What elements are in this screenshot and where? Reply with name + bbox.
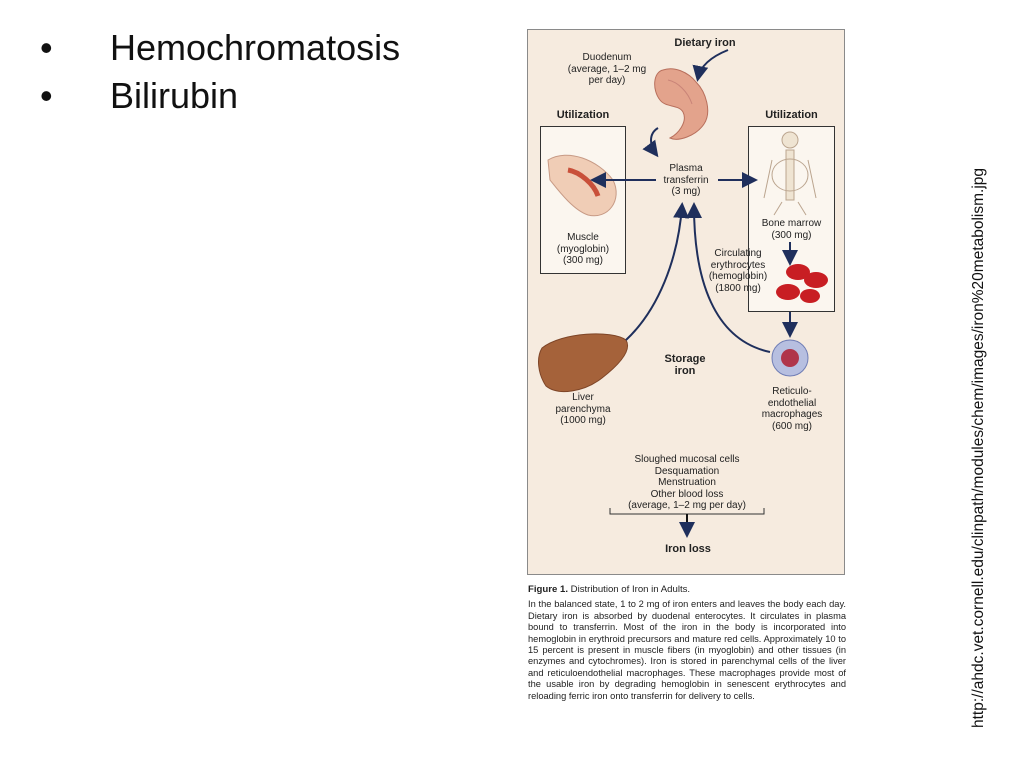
caption-label: Figure 1. [528,584,568,595]
bullet-marker: • [40,27,53,68]
skeleton-illustration [763,131,817,216]
bone-marrow-label: Bone marrow (300 mg) [761,218,822,241]
liver-illustration [538,333,628,392]
dietary-arrow [692,49,729,82]
figure-caption: Figure 1. Distribution of Iron in Adults… [528,584,846,702]
liver-label: Liver parenchyma (1000 mg) [555,392,611,426]
source-url: http://ahdc.vet.cornell.edu/clinpath/mod… [970,167,987,728]
utilization-right-label: Utilization [765,109,818,121]
bullet-marker: • [40,75,53,116]
utilization-left-label: Utilization [556,109,610,121]
caption-body: In the balanced state, 1 to 2 mg of iron… [528,599,846,701]
iron-loss-label: Iron loss [665,543,711,555]
diagram-artwork [538,49,828,538]
caption-title: Distribution of Iron in Adults. [567,584,691,595]
muscle-illustration [547,154,617,217]
duodenum-label: Duodenum (average, 1–2 mg per day) [567,52,647,86]
bullet-list: • Hemochromatosis • Bilirubin [40,24,400,120]
macrophage-to-plasma-arrow [686,202,771,353]
bullet-item-bilirubin: • Bilirubin [40,72,400,120]
erythrocytes-illustration [776,264,828,303]
erythrocytes-label: Circulating erythrocytes (hemoglobin) (1… [708,248,768,294]
iron-losses-label: Sloughed mucosal cells Desquamation Mens… [628,454,746,511]
duodenum-to-plasma-arrow [642,127,659,158]
iron-distribution-figure: Dietary iron Duodenum (average, 1–2 mg p… [527,29,845,575]
duodenum-illustration [654,68,709,140]
liver-to-plasma-arrow [625,202,690,341]
storage-iron-label: Storage iron [664,353,706,377]
caption-title-line: Figure 1. Distribution of Iron in Adults… [528,584,846,595]
muscle-label: Muscle (myoglobin) (300 mg) [556,232,610,266]
bullet-text: Hemochromatosis [110,27,401,68]
bullet-item-hemochromatosis: • Hemochromatosis [40,24,400,72]
bullet-text: Bilirubin [110,75,239,116]
plasma-transferrin-label: Plasma transferrin (3 mg) [663,163,709,197]
macrophage-illustration [771,339,809,377]
dietary-iron-label: Dietary iron [674,37,736,49]
macrophages-label: Reticulo- endothelial macrophages (600 m… [761,386,823,432]
